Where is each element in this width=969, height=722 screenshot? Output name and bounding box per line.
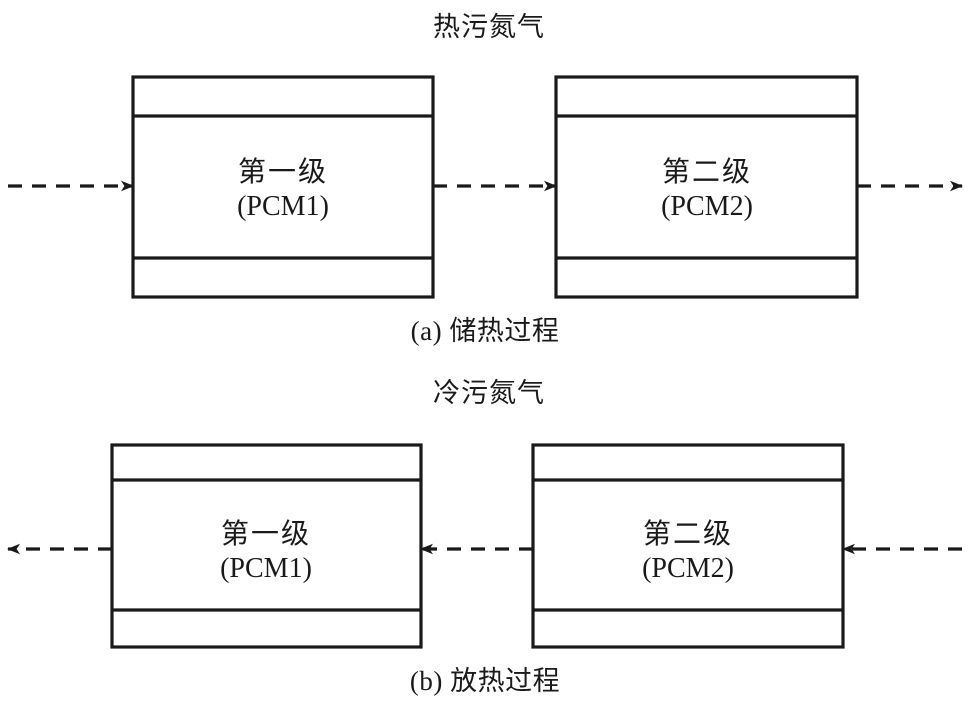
panel-b-group — [7, 443, 962, 649]
pcm2-vessel-a — [554, 75, 859, 299]
panel-a-group — [8, 75, 963, 299]
pcm1-outer-shell-b — [110, 443, 423, 649]
pcm2-outer-shell-a — [554, 75, 859, 299]
pcm1-vessel-b — [110, 443, 423, 649]
pcm1-vessel-a — [131, 75, 435, 299]
pcm2-vessel-b — [531, 443, 845, 649]
pcm2-outer-shell-b — [531, 443, 845, 649]
pcm1-outer-shell-a — [131, 75, 435, 299]
